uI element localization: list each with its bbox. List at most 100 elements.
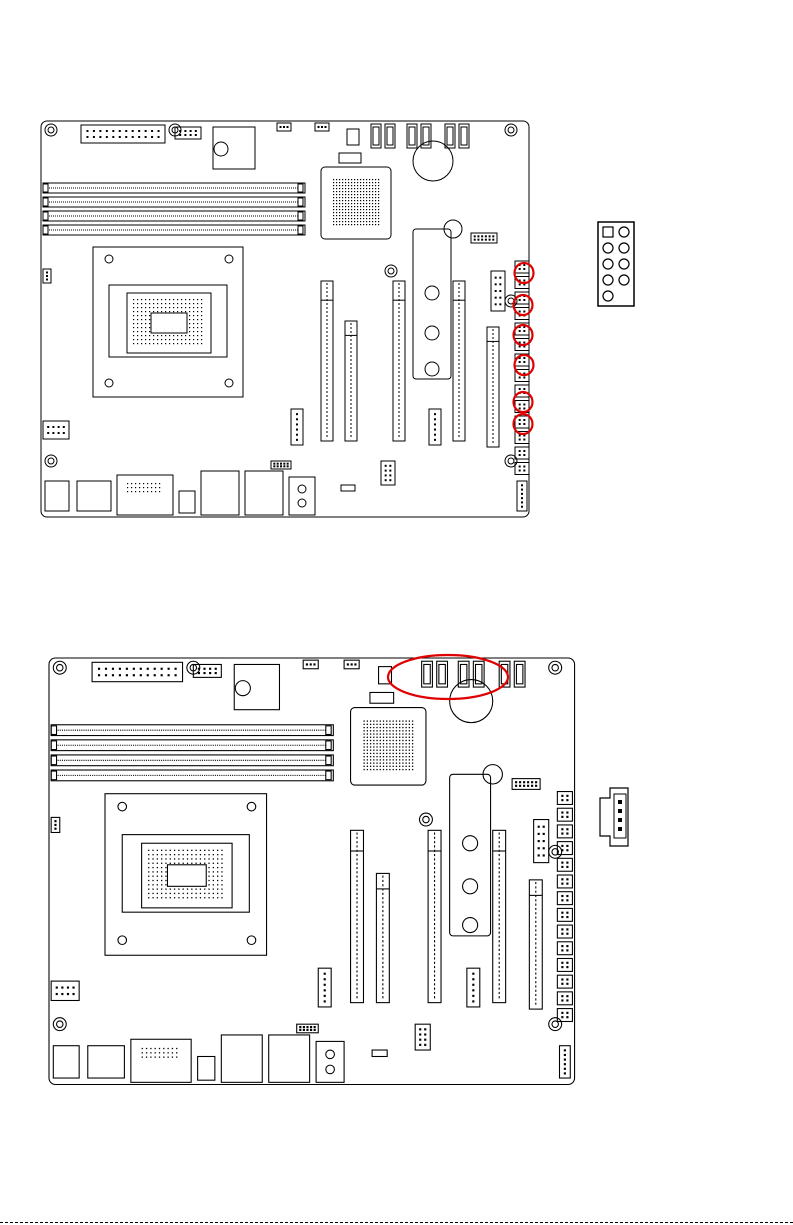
dot	[336, 200, 337, 201]
dot	[221, 876, 222, 877]
dot	[339, 197, 340, 198]
pcie-x1-slot	[429, 409, 441, 445]
dot	[386, 724, 387, 725]
dot	[149, 319, 150, 320]
usb-c-port	[179, 491, 195, 513]
dot	[181, 307, 182, 308]
dot	[393, 756, 394, 757]
pin	[499, 283, 501, 285]
dot	[148, 880, 149, 881]
pin	[306, 1029, 308, 1031]
pin	[519, 466, 521, 468]
pcie-slot	[487, 327, 499, 447]
pin	[299, 1026, 301, 1028]
front-panel-header-outline	[175, 127, 201, 139]
dot	[373, 740, 374, 741]
led-header	[372, 1050, 387, 1056]
pin	[566, 878, 568, 880]
pin	[519, 785, 521, 787]
dot	[345, 188, 346, 189]
dot	[221, 854, 222, 855]
dot	[357, 179, 358, 180]
pin	[203, 668, 205, 670]
dot	[405, 733, 406, 734]
pin	[495, 290, 497, 292]
dot	[393, 750, 394, 751]
motherboard-diagram-2	[0, 600, 793, 1160]
dot	[152, 867, 153, 868]
dot	[172, 1056, 173, 1057]
dot	[393, 740, 394, 741]
sata-power-pin	[618, 827, 622, 831]
dot	[366, 224, 367, 225]
dot	[389, 727, 390, 728]
cpu-screw	[105, 255, 113, 263]
dot	[348, 206, 349, 207]
dot	[152, 888, 153, 889]
dot	[165, 863, 166, 864]
dot	[159, 483, 160, 484]
dot	[197, 323, 198, 324]
dot	[333, 197, 334, 198]
mount-hole-inner	[388, 268, 394, 274]
dot	[149, 299, 150, 300]
dot	[351, 197, 352, 198]
dot	[161, 307, 162, 308]
dot	[383, 750, 384, 751]
dot	[155, 487, 156, 488]
dot	[357, 206, 358, 207]
dot	[178, 897, 179, 898]
pin	[126, 674, 128, 676]
dot	[366, 218, 367, 219]
pin	[280, 465, 282, 467]
dot	[399, 720, 400, 721]
pin	[424, 1039, 426, 1041]
dot	[383, 743, 384, 744]
pin	[523, 357, 525, 359]
dot	[357, 194, 358, 195]
dot	[348, 224, 349, 225]
dot	[369, 200, 370, 201]
dot	[351, 209, 352, 210]
dot	[383, 727, 384, 728]
dot	[376, 730, 377, 731]
pin	[93, 136, 95, 138]
pin	[273, 463, 275, 465]
dot	[336, 215, 337, 216]
dot	[389, 769, 390, 770]
dot	[412, 769, 413, 770]
mount-hole-outer	[419, 813, 432, 826]
dot	[145, 327, 146, 328]
dimm-slot	[51, 770, 333, 781]
dot	[354, 179, 355, 180]
dot	[145, 323, 146, 324]
dot	[201, 315, 202, 316]
pin-1-square	[603, 227, 613, 237]
dot	[383, 737, 384, 738]
chipset-fins	[363, 720, 413, 770]
dot	[345, 221, 346, 222]
highlight-ring	[514, 392, 533, 412]
dot	[373, 769, 374, 770]
pin	[566, 883, 568, 885]
dot	[412, 753, 413, 754]
dot	[360, 185, 361, 186]
dot	[342, 212, 343, 213]
pin	[561, 895, 563, 897]
usb3-header	[491, 271, 505, 311]
dot	[383, 756, 384, 757]
vga-pins	[142, 1048, 178, 1058]
dot	[145, 319, 146, 320]
dot	[375, 179, 376, 180]
dot	[147, 491, 148, 492]
dot	[208, 880, 209, 881]
dot	[402, 733, 403, 734]
dot	[348, 203, 349, 204]
com-header	[381, 461, 395, 485]
dot	[375, 203, 376, 204]
dot	[363, 733, 364, 734]
dot	[363, 185, 364, 186]
dot	[133, 323, 134, 324]
dot	[409, 730, 410, 731]
dot	[141, 339, 142, 340]
